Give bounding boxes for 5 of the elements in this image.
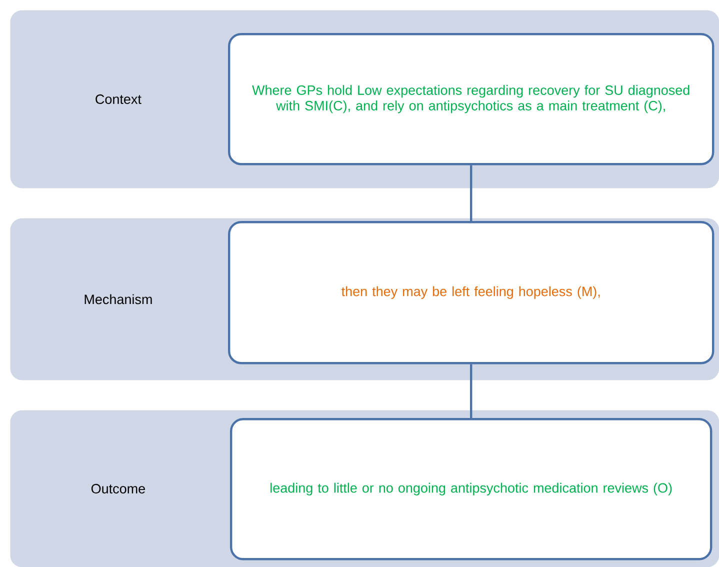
connector-line	[470, 364, 472, 418]
statement-box: leading to little or no ongoing antipsychotic medication reviews (O)	[230, 418, 712, 560]
statement-box: then they may be left feeling hopeless (M),	[228, 221, 714, 364]
connector-line	[470, 165, 472, 221]
statement-box: Where GPs hold Low expectations regarding recovery for SU diagnosed with SMI(C), and rely on antipsychotics as a main treatment (C),	[228, 33, 714, 166]
